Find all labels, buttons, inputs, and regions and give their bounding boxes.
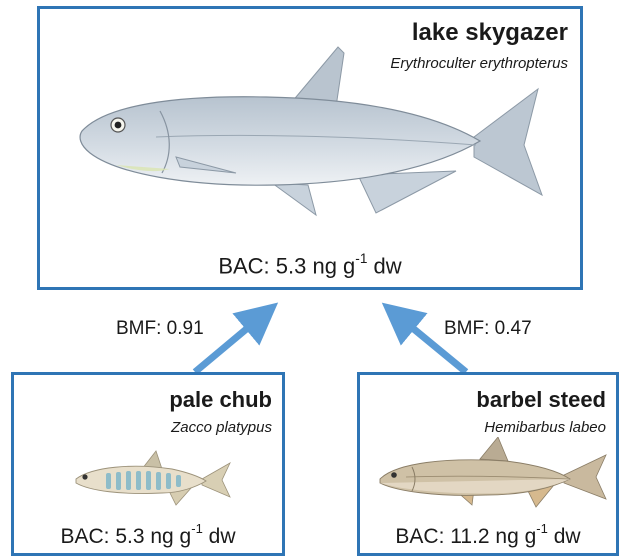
arrow-left	[195, 316, 262, 372]
scientific-name: Zacco platypus	[171, 419, 272, 436]
bac-value: BAC: 5.3 ng g-1 dw	[14, 523, 282, 549]
prey-box-barbel-steed: barbel steed Hemibarbus labeo BAC: 11.2 …	[357, 372, 619, 556]
prey-box-pale-chub: pale chub Zacco platypus BAC: 5.3 ng g-1…	[11, 372, 285, 556]
bac-value: BAC: 11.2 ng g-1 dw	[360, 523, 616, 549]
bmf-right-label: BMF: 0.47	[444, 318, 532, 340]
bmf-left-label: BMF: 0.91	[116, 318, 204, 340]
species-name: barbel steed	[476, 387, 606, 413]
pale-chub-fish-icon	[72, 447, 232, 511]
scientific-name: Hemibarbus labeo	[484, 419, 606, 436]
barbel-steed-fish-icon	[376, 437, 608, 515]
species-name: pale chub	[169, 387, 272, 413]
